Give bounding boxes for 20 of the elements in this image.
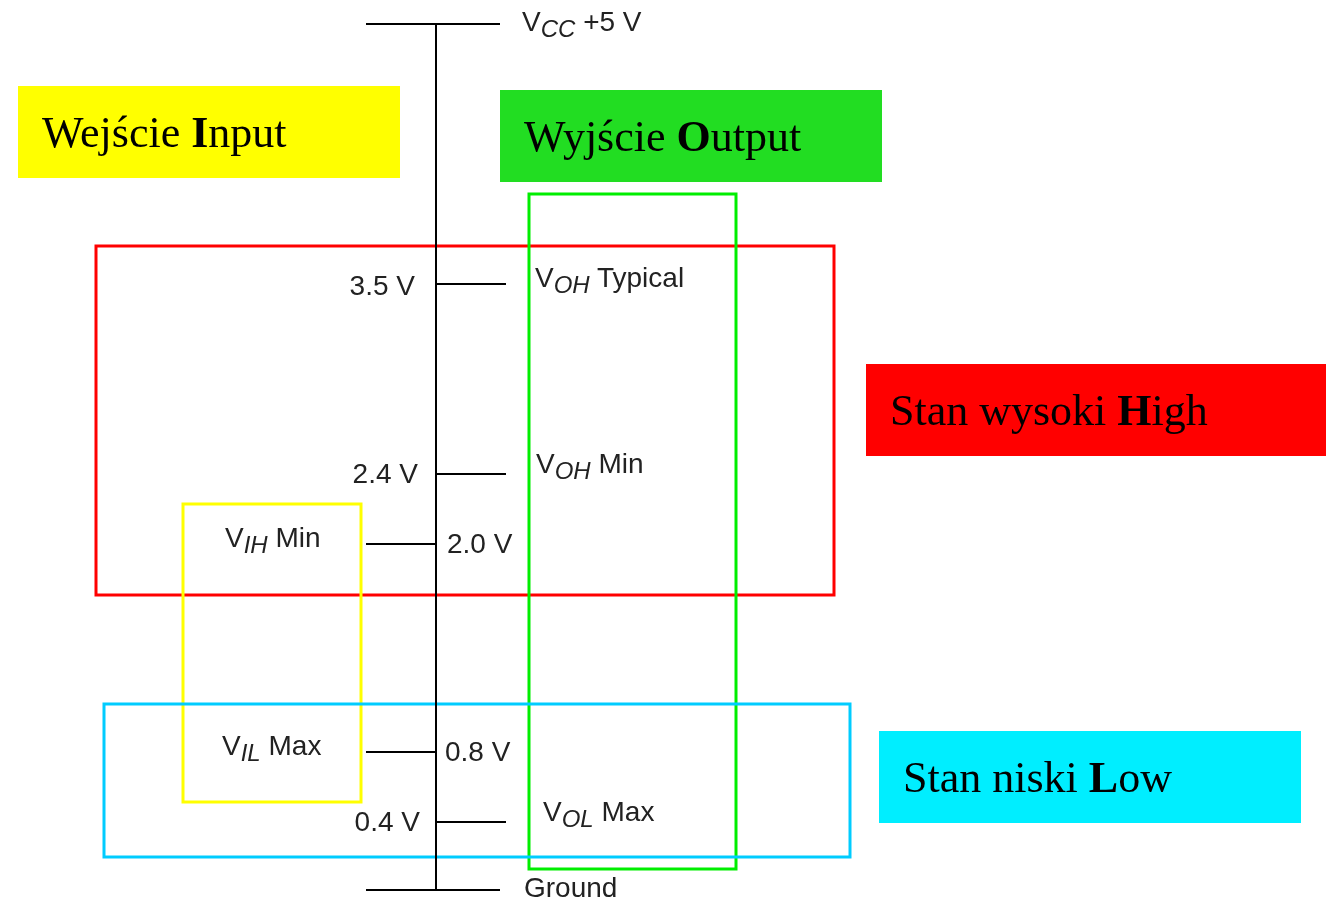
voltage-label: V$_{IH}$ Min <box>225 522 321 560</box>
voltage-label: 2.4 V <box>352 458 418 490</box>
heading-text: Wyjście Output <box>524 110 802 162</box>
voltage-label: V$_{CC}$ +5 V <box>522 6 642 44</box>
heading-text: Stan niski Low <box>903 751 1172 803</box>
voltage-label: Ground <box>524 872 618 904</box>
heading-box <box>18 86 400 178</box>
heading-text: Wejście Input <box>42 106 287 158</box>
voltage-label: 0.4 V <box>354 806 420 838</box>
voltage-label: V$_{OH}$ Typical <box>535 262 685 300</box>
voltage-label: V$_{IL}$ Max <box>222 730 322 768</box>
voltage-label: 3.5 V <box>349 270 415 302</box>
heading-text: Stan wysoki High <box>890 384 1208 436</box>
voltage-label: V$_{OH}$ Min <box>536 448 644 486</box>
heading-box <box>866 364 1326 456</box>
voltage-label: 0.8 V <box>445 736 511 768</box>
heading-box <box>500 90 882 182</box>
voltage-label: 2.0 V <box>447 528 513 560</box>
voltage-label: V$_{OL}$ Max <box>543 796 655 834</box>
heading-box <box>879 731 1301 823</box>
